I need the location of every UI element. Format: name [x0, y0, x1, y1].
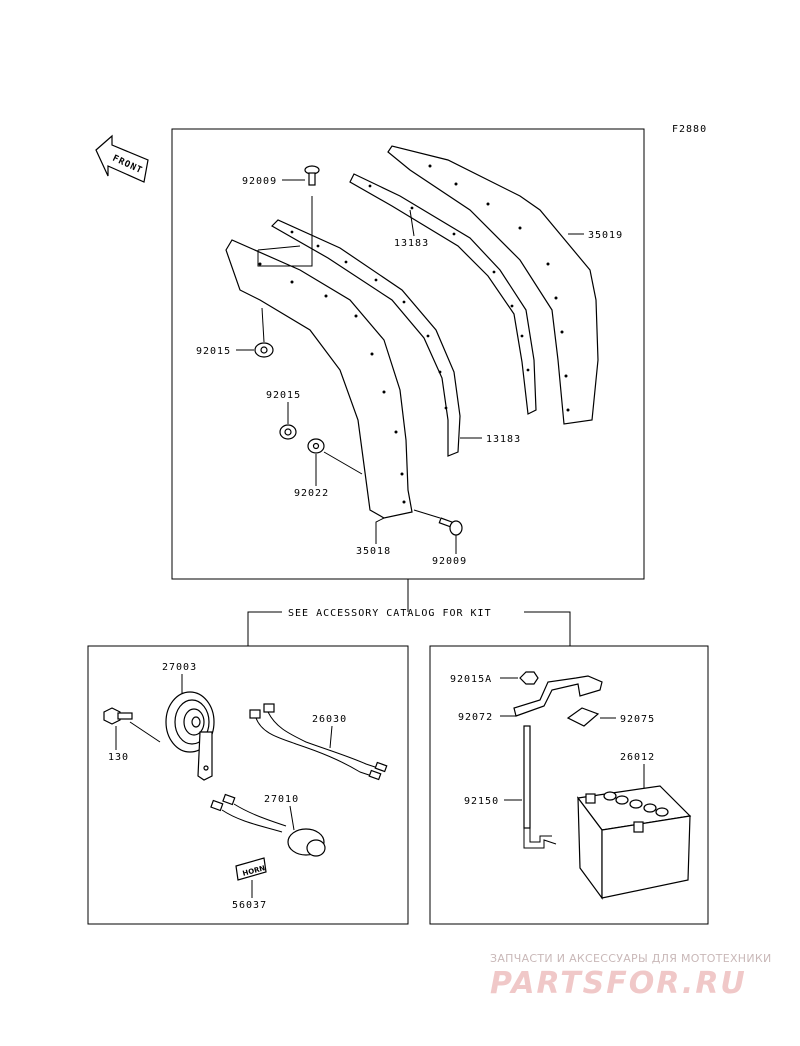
- watermark-caption: ЗАПЧАСТИ И АКСЕССУАРЫ ДЛЯ МОТОТЕХНИКИ: [490, 952, 772, 965]
- pad-92075: [566, 707, 600, 727]
- label-13183-bottom: 13183: [486, 434, 521, 445]
- battery-kit-box: [429, 645, 709, 925]
- label-92072: 92072: [458, 712, 493, 723]
- label-26030: 26030: [312, 714, 347, 725]
- label-130: 130: [108, 752, 129, 763]
- horn-switch-27010: [210, 793, 326, 857]
- label-13183-top: 13183: [394, 238, 429, 249]
- label-27010: 27010: [264, 794, 299, 805]
- strip-13183-lower: [271, 219, 461, 457]
- kit-note: SEE ACCESSORY CATALOG FOR KIT: [288, 608, 492, 619]
- bolt-130: [103, 707, 133, 725]
- figure-code: F2880: [672, 124, 707, 135]
- label-35018: 35018: [356, 546, 391, 557]
- strip-13183-upper: [349, 173, 537, 415]
- label-92015-mid: 92015: [266, 390, 301, 401]
- mudflap-35019: [387, 145, 599, 425]
- front-arrow-icon: FRONT: [95, 134, 149, 183]
- horn-27003: [165, 691, 215, 781]
- mudflap-35018: [225, 239, 413, 519]
- bracket-92072: [513, 675, 603, 717]
- label-26012: 26012: [620, 752, 655, 763]
- label-92075: 92075: [620, 714, 655, 725]
- nut-92015A: [519, 671, 539, 685]
- battery-26012: [576, 785, 692, 900]
- washer-92022: [307, 438, 325, 454]
- watermark-logo: PARTSFOR.RU: [490, 966, 747, 1001]
- label-92009-top: 92009: [242, 176, 277, 187]
- label-27003: 27003: [162, 662, 197, 673]
- bolt-92009-bottom: [438, 517, 463, 536]
- rod-92150: [523, 725, 557, 849]
- label-56037: 56037: [232, 900, 267, 911]
- wire-harness-26030: [249, 703, 388, 781]
- label-92150: 92150: [464, 796, 499, 807]
- horn-kit-box: [87, 645, 409, 925]
- bolt-92009-top: [304, 165, 320, 186]
- label-92022: 92022: [294, 488, 329, 499]
- label-35019: 35019: [588, 230, 623, 241]
- nut-92015-left: [254, 342, 274, 358]
- label-plate-56037: HORN: [235, 857, 267, 881]
- label-92009-bottom: 92009: [432, 556, 467, 567]
- label-92015-left: 92015: [196, 346, 231, 357]
- label-92015A: 92015A: [450, 674, 492, 685]
- nut-92015-mid: [279, 424, 297, 440]
